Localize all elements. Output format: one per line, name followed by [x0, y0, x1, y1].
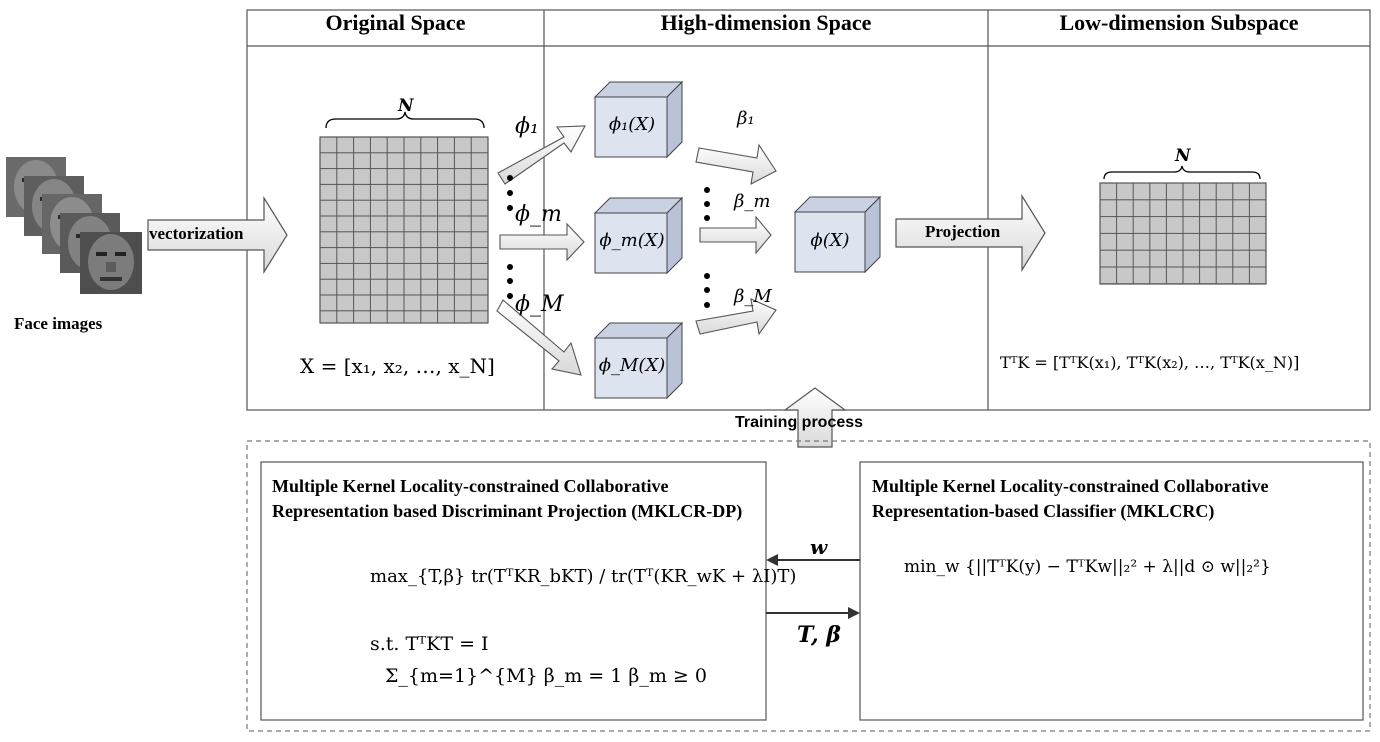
low-dim-equation: TᵀK = [TᵀK(x₁), TᵀK(x₂), …, TᵀK(x_N)]: [1000, 353, 1300, 372]
beta-label-1: β₁: [737, 108, 755, 129]
low-brace: [1103, 165, 1261, 180]
x-equation: X = [x₁, x₂, …, x_N]: [300, 354, 495, 378]
matrix-n-label: N: [398, 96, 414, 116]
kernel-arrow-M: [496, 299, 582, 376]
panel-title-high: High-dimension Space: [660, 10, 872, 35]
projection-arrow: [895, 193, 1046, 273]
panel-title-low: Low-dimension Subspace: [1059, 10, 1299, 35]
left-box-frame: [260, 461, 767, 721]
beta-arrow-M: [695, 298, 777, 336]
left-box-objective: max_{T,β} tr(TᵀKR_bKT) / tr(Tᵀ(KR_wK + λ…: [370, 566, 797, 587]
arrow-t-beta-label: T, β: [797, 622, 841, 648]
training-container: [246, 440, 1371, 732]
right-box-objective: min_w {||TᵀK(y) − TᵀKw||₂² + λ||d ⊙ w||₂…: [904, 557, 1271, 577]
projection-label: Projection: [925, 222, 1001, 241]
kernel-arrow-m: [499, 222, 585, 262]
right-box-title: Multiple Kernel Locality-constrained Col…: [872, 476, 1269, 521]
face-images-label: Face images: [14, 314, 103, 333]
arrow-w-label: w: [810, 535, 828, 559]
panel-title-original: Original Space: [325, 10, 466, 35]
cube-phiM: [593, 321, 684, 400]
kernel-arrow-1: [497, 125, 586, 185]
cube-phi1: [593, 80, 684, 159]
beta-label-m: β_m: [734, 191, 771, 212]
matrix-brace: [325, 111, 485, 129]
face-images-stack: [6, 157, 142, 294]
vectorization-arrow: [147, 195, 288, 275]
beta-arrow-m: [699, 215, 772, 255]
low-n-label: N: [1175, 146, 1191, 166]
cube-label-m: ϕ_m(X): [599, 230, 665, 251]
cube-phim: [593, 196, 684, 275]
cube-label-1: ϕ₁(X): [608, 114, 656, 135]
low-dim-grid: [1099, 182, 1267, 285]
left-box-constraint-1: s.t. TᵀKT = I: [370, 633, 489, 655]
kernel-label-1: ϕ₁: [515, 114, 539, 139]
kernel-label-M: ϕ_M: [515, 292, 564, 317]
data-matrix-grid: [319, 136, 489, 324]
left-box-title: Multiple Kernel Locality-constrained Col…: [272, 476, 743, 521]
beta-label-M: β_M: [734, 286, 772, 307]
cube-label-combined: ϕ(X): [810, 230, 850, 251]
kernel-label-m: ϕ_m: [515, 202, 562, 227]
beta-arrow-1: [695, 143, 777, 185]
cube-phi-combined: [793, 195, 882, 274]
vectorization-label: vectorization: [149, 224, 244, 243]
face-image: [80, 232, 142, 294]
cube-label-M: ϕ_M(X): [598, 355, 666, 376]
ellipsis-dots-right: [704, 187, 710, 308]
ellipsis-dots-left: [507, 175, 513, 299]
training-process-label: Training process: [735, 414, 864, 431]
left-box-constraint-2: Σ_{m=1}^{M} β_m = 1 β_m ≥ 0: [385, 665, 707, 687]
right-box-frame: [859, 461, 1364, 721]
